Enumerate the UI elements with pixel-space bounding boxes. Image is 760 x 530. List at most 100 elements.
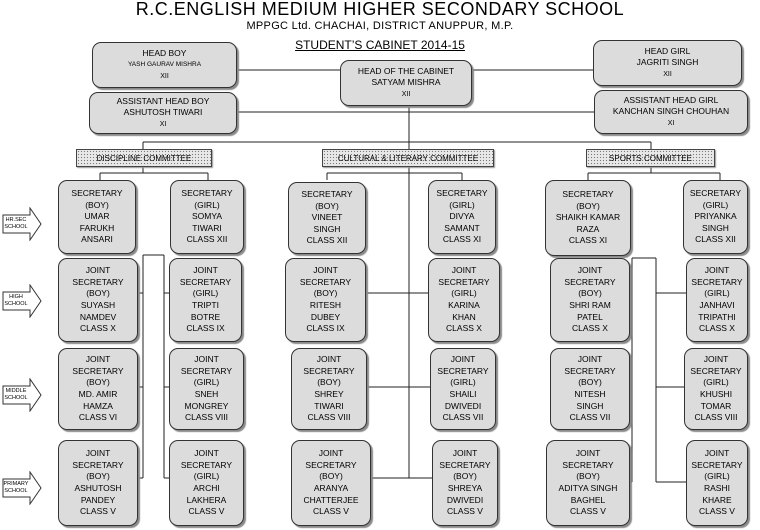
member-line: SECRETARY	[71, 188, 123, 199]
member-line: ADITYA SINGH	[558, 483, 618, 493]
member-line: CLASS XII	[695, 234, 736, 245]
asst-head-girl-role: ASSISTANT HEAD GIRL	[623, 94, 719, 105]
member-line: ASHUTOSH	[74, 483, 122, 493]
member-line: JOINT	[318, 448, 344, 459]
member-line: CLASS V	[188, 506, 225, 517]
member-line: SAMANT	[444, 222, 480, 233]
member-line: SINGH	[576, 400, 604, 411]
member-line: SECRETARY	[180, 459, 233, 470]
member-line: MD. AMIR	[78, 389, 118, 399]
member-line: DIVYA	[449, 211, 475, 222]
member-line: SUYASH	[80, 300, 116, 310]
head-cabinet-role: HEAD OF THE CABINET	[357, 65, 455, 76]
member-line: ARCHI	[193, 483, 220, 493]
member-line: SECRETARY	[72, 459, 124, 470]
member-line: CLASS V	[313, 506, 349, 517]
member-line: JOINT	[577, 354, 603, 365]
member-line: SECRETARY	[437, 365, 489, 376]
member-line: ARANYA	[313, 483, 349, 493]
member-line: (BOY)	[576, 200, 600, 211]
school-name: R.C.ENGLISH MEDIUM HIGHER SECONDARY SCHO…	[135, 0, 625, 19]
member-line: SECRETARY	[562, 189, 614, 200]
member-line: RASHI	[704, 483, 730, 493]
member-line: ANSARI	[81, 234, 113, 245]
member-line: (GIRL)	[450, 377, 476, 388]
member-line: UMAR	[84, 211, 110, 222]
member-line: TIWARI	[314, 400, 344, 411]
member-line: JOINT	[85, 265, 111, 276]
member-line: PATEL	[577, 311, 603, 322]
member-line: KHAN	[452, 311, 476, 322]
member-line: CHATTERJEE	[303, 494, 359, 505]
right-arrow-icon	[2, 378, 42, 412]
member-line: CLASS XI	[442, 234, 482, 245]
cabinet-title: STUDENT’S CABINET 2014-15	[295, 38, 465, 52]
member-line: (BOY)	[453, 471, 477, 482]
level-label: MIDDLE	[5, 388, 27, 394]
member-line: SECRETARY	[72, 276, 124, 287]
member-line: SECRETARY	[301, 189, 353, 200]
member-line: RITESH	[309, 300, 342, 310]
level-label: HR.SEC	[5, 217, 27, 223]
member-line: DWIVEDI	[444, 400, 482, 411]
member-line: CLASS V	[447, 506, 483, 517]
member-line: (BOY)	[313, 288, 338, 299]
member-line: JOINT	[577, 265, 603, 276]
member-line: CLASS IX	[306, 323, 345, 334]
member-line: JANHAVI	[699, 300, 735, 310]
assistant-head-girl-box: ASSISTANT HEAD GIRL KANCHAN SINGH CHOUHA…	[594, 90, 748, 134]
member-line: LAKHERA	[186, 494, 227, 505]
assistant-head-boy-box: ASSISTANT HEAD BOY ASHUTOSH TIWARI XI	[89, 92, 237, 134]
member-line: (GIRL)	[193, 377, 220, 388]
member-line: JOINT	[193, 265, 218, 276]
member-line: BAGHEL	[570, 494, 606, 505]
head-cabinet-class: XII	[401, 90, 411, 98]
member-line: CLASS VII	[569, 412, 611, 423]
member-line: SHRI RAM	[569, 300, 611, 310]
member-line: CLASS V	[80, 506, 116, 517]
member-line: SECRETARY	[690, 365, 742, 376]
head-girl-name: JAGRITI SINGH	[636, 57, 699, 68]
member-line: SNEH	[194, 389, 219, 399]
member-line: SINGH	[313, 223, 341, 234]
member-line: JOINT	[450, 354, 476, 365]
member-line: JOINT	[313, 265, 338, 276]
member-line: SHAIKH KAMAR	[555, 212, 621, 223]
member-line: CLASS VIII	[185, 412, 228, 423]
asst-head-girl-name: KANCHAN SINGH CHOUHAN	[612, 106, 730, 117]
member-line: VINEET	[311, 212, 343, 223]
head-boy-role: HEAD BOY	[142, 47, 187, 58]
member-line: SINGH	[702, 222, 729, 233]
member-line: SHREY	[314, 389, 344, 399]
member-line: JOINT	[194, 448, 219, 459]
member-line: (GIRL)	[451, 288, 477, 299]
level-label: HIGH	[9, 294, 23, 300]
member-line: SECRETARY	[689, 188, 742, 199]
member-line: CLASS VI	[78, 412, 118, 423]
member-line: (GIRL)	[193, 471, 220, 482]
member-line: PANDEY	[80, 494, 116, 505]
head-boy-box: HEAD BOY YASH GAURAV MISHRA XII	[92, 42, 237, 88]
member-line: (BOY)	[315, 200, 339, 211]
member-line: (BOY)	[86, 471, 110, 482]
member-line: JOINT	[452, 448, 478, 459]
right-arrow-icon	[2, 471, 42, 505]
member-line: (GIRL)	[449, 199, 475, 210]
member-line: JOINT	[704, 265, 730, 276]
member-line: SECRETARY	[691, 459, 743, 470]
member-line: CLASS X	[572, 323, 608, 334]
member-line: JOINT	[316, 354, 342, 365]
member-line: NITESH	[574, 389, 606, 399]
